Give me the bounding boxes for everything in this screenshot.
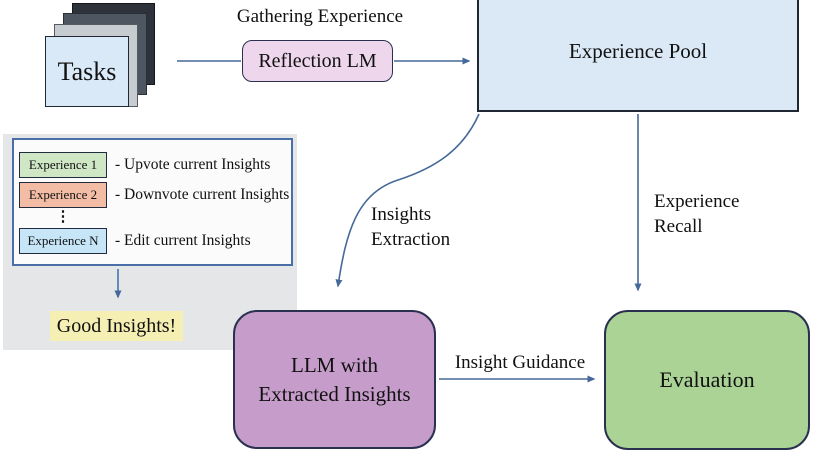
- evaluation-box: Evaluation: [604, 310, 810, 450]
- experience-row: Experience N - Edit current Insights: [19, 228, 251, 254]
- good-insights-highlight: Good Insights!: [50, 311, 183, 341]
- experience-recall-label: Experience Recall: [654, 191, 740, 237]
- experience-2-annotation: - Downvote current Insights: [115, 186, 290, 203]
- reflection-lm-box: Reflection LM: [242, 40, 393, 82]
- tasks-label: Tasks: [57, 56, 117, 86]
- evaluation-label: Evaluation: [659, 367, 755, 392]
- ellipsis: ⋮: [55, 209, 71, 225]
- experience-n-chip: Experience N: [19, 228, 107, 254]
- experience-1-label: Experience 1: [28, 157, 98, 172]
- experience-list-box: Experience 1 - Upvote current Insights E…: [12, 138, 293, 266]
- insights-extraction-arrow: [335, 113, 480, 288]
- experience-n-label: Experience N: [27, 233, 99, 248]
- experience-1-chip: Experience 1: [19, 152, 107, 178]
- llm-label-line2: Extracted Insights: [258, 381, 411, 406]
- reflection-lm-label: Reflection LM: [258, 49, 377, 72]
- experience-2-label: Experience 2: [28, 187, 98, 202]
- experience-2-chip: Experience 2: [19, 182, 107, 208]
- tasks-box: Tasks: [45, 36, 129, 107]
- llm-extracted-insights-box: LLM with Extracted Insights: [233, 310, 436, 449]
- experience-1-annotation: - Upvote current Insights: [115, 156, 271, 173]
- insight-guidance-label: Insight Guidance: [454, 352, 586, 373]
- gathering-experience-label: Gathering Experience: [236, 6, 404, 27]
- llm-label-line1: LLM with: [291, 352, 378, 377]
- insights-extraction-label: Insights Extraction: [371, 204, 451, 250]
- experience-row: Experience 2 - Downvote current Insights: [19, 182, 289, 208]
- good-insights-label: Good Insights!: [56, 314, 177, 337]
- experience-pool-label: Experience Pool: [568, 38, 708, 63]
- experience-row: Experience 1 - Upvote current Insights: [19, 152, 270, 178]
- experience-n-annotation: - Edit current Insights: [115, 232, 251, 249]
- experience-pool-box: Experience Pool: [477, 0, 799, 112]
